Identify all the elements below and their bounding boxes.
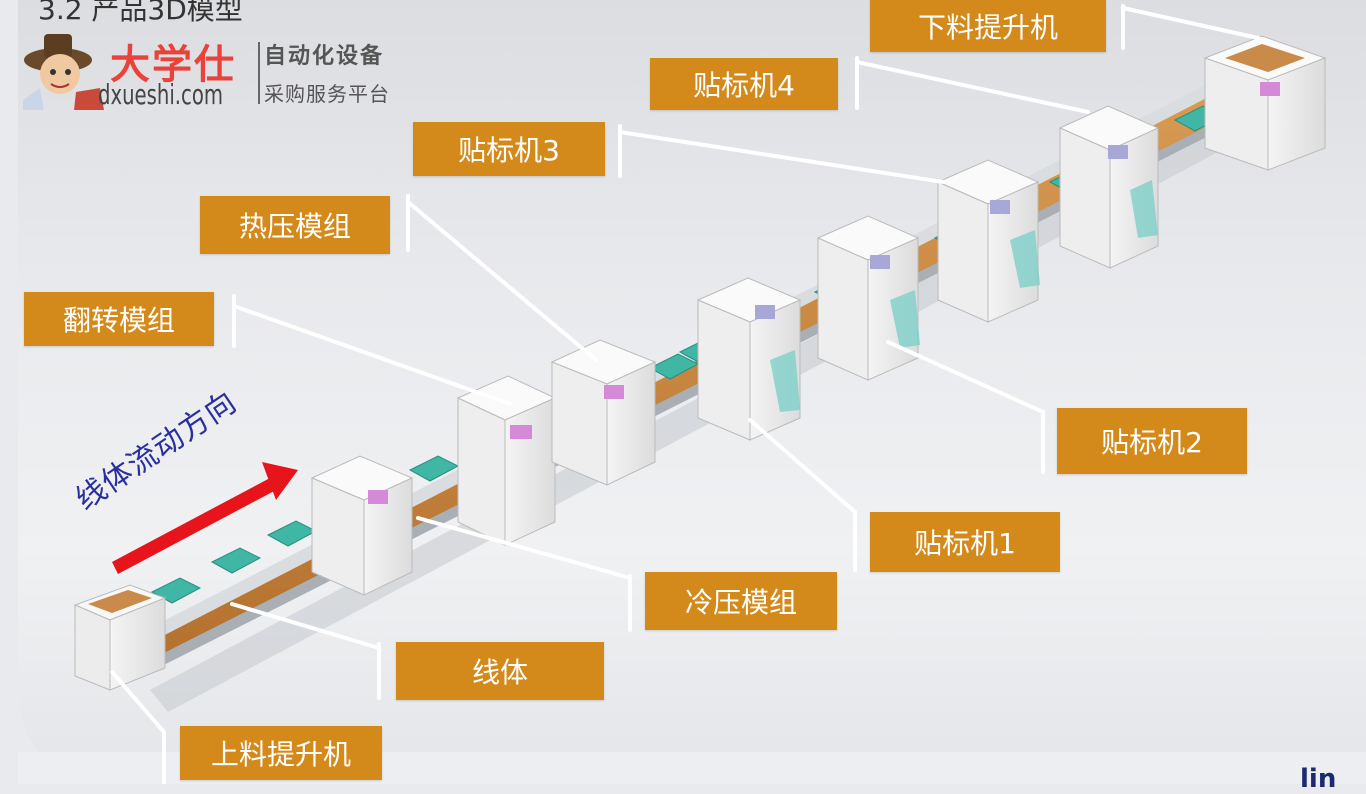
label-cold-press: 冷压模组 bbox=[645, 572, 837, 630]
flip-module-model bbox=[456, 375, 557, 546]
logo-divider bbox=[258, 42, 260, 104]
label-flip-module: 翻转模组 bbox=[24, 292, 214, 346]
labeler-2-model bbox=[816, 215, 920, 381]
unloading-elevator-model bbox=[1203, 35, 1327, 171]
brand-logo: 大学仕 dxueshi.com 自动化设备 采购服务平台 bbox=[18, 30, 438, 111]
flow-direction-arrow bbox=[112, 462, 298, 574]
label-hot-press: 热压模组 bbox=[200, 196, 390, 254]
brand-tagline-1: 自动化设备 bbox=[264, 44, 385, 69]
labeler-3-model bbox=[936, 159, 1040, 323]
label-unloading-elevator: 下料提升机 bbox=[870, 0, 1106, 52]
slide-title: 3.2 产品3D模型 bbox=[38, 0, 243, 26]
labeler-1-model bbox=[696, 277, 802, 441]
brand-name: 大学仕 bbox=[110, 42, 236, 88]
label-loading-elevator: 上料提升机 bbox=[180, 726, 382, 780]
brand-tagline-2: 采购服务平台 bbox=[264, 82, 390, 106]
label-line-body: 线体 bbox=[396, 642, 604, 700]
label-labeler-4: 贴标机4 bbox=[650, 58, 838, 110]
corner-logo: lin bbox=[1300, 764, 1337, 794]
cold-press-model bbox=[310, 455, 414, 596]
labeler-4-model bbox=[1058, 105, 1160, 269]
label-labeler-1: 贴标机1 bbox=[870, 512, 1060, 572]
loading-elevator-model bbox=[73, 584, 167, 691]
label-labeler-2: 贴标机2 bbox=[1057, 408, 1247, 474]
label-labeler-3: 贴标机3 bbox=[413, 122, 605, 176]
leader-lines bbox=[110, 4, 1260, 784]
mascot-icon bbox=[23, 34, 104, 110]
hot-press-model bbox=[550, 339, 657, 486]
brand-url: dxueshi.com bbox=[98, 78, 224, 111]
